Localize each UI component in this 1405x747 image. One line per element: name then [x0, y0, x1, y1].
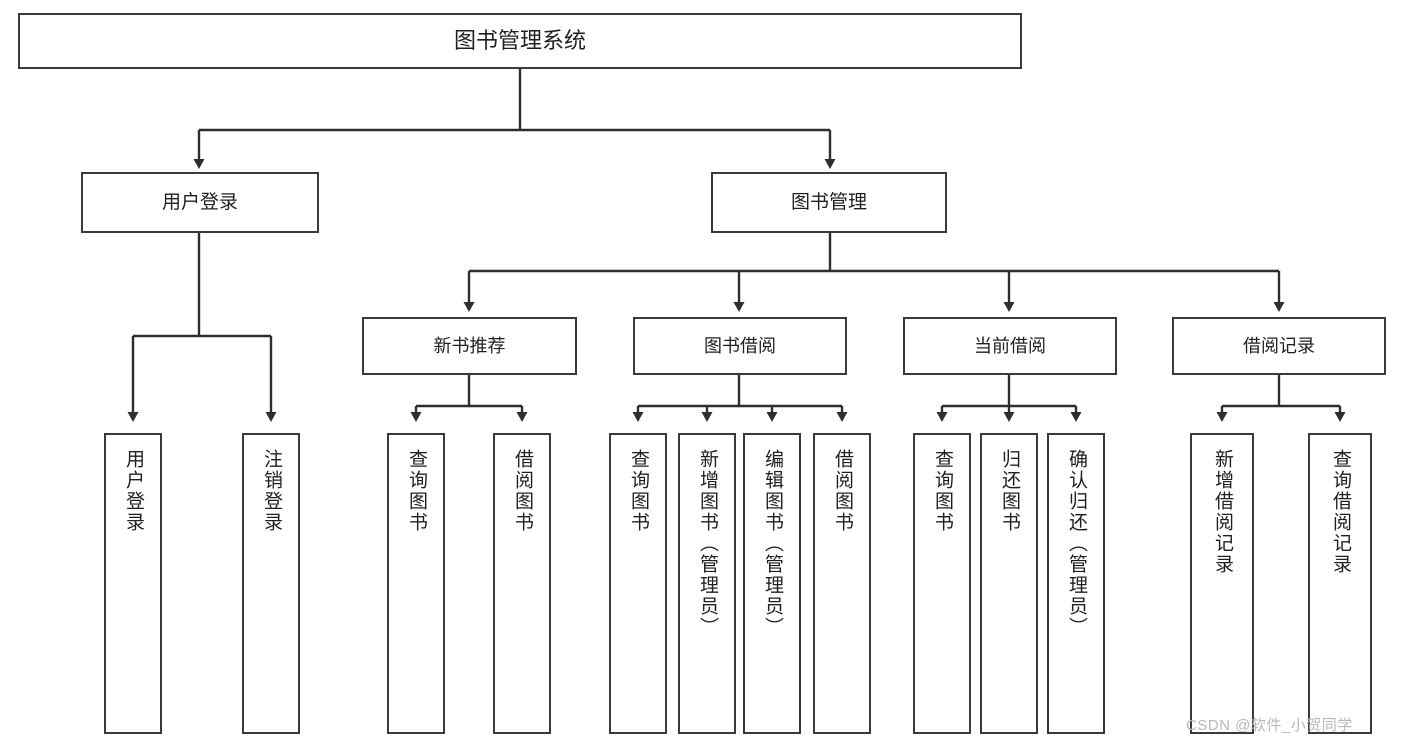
leaf-user-login-signin[interactable]: 用户登录 — [104, 433, 162, 734]
node-current-borrow-label: 当前借阅 — [974, 335, 1046, 356]
node-current-borrow[interactable]: 当前借阅 — [903, 317, 1117, 375]
leaf-label: 查询借阅记录 — [1329, 449, 1351, 575]
leaf-record-add[interactable]: 新增借阅记录 — [1190, 433, 1254, 734]
node-book-borrow-label: 图书借阅 — [704, 335, 776, 356]
node-user-login[interactable]: 用户登录 — [81, 172, 319, 233]
leaf-label: 注销登录 — [260, 449, 282, 533]
leaf-label: 查询图书 — [931, 449, 953, 533]
leaf-label: 查询图书 — [627, 449, 649, 533]
node-book-management-label: 图书管理 — [790, 191, 867, 213]
leaf-label: 新增图书（管理员） — [696, 449, 718, 638]
leaf-label: 编辑图书（管理员） — [761, 449, 783, 638]
node-root-system[interactable]: 图书管理系统 — [18, 13, 1022, 69]
leaf-borrow-borrow-book[interactable]: 借阅图书 — [813, 433, 871, 734]
leaf-current-return-book[interactable]: 归还图书 — [980, 433, 1038, 734]
watermark-text: CSDN @软件_小贺同学 — [1186, 717, 1353, 734]
node-new-book-recommend[interactable]: 新书推荐 — [362, 317, 577, 375]
leaf-borrow-edit-book-admin[interactable]: 编辑图书（管理员） — [743, 433, 801, 734]
leaf-label: 归还图书 — [998, 449, 1020, 533]
node-book-borrow[interactable]: 图书借阅 — [633, 317, 847, 375]
leaf-record-query[interactable]: 查询借阅记录 — [1308, 433, 1372, 734]
leaf-label: 用户登录 — [122, 449, 144, 533]
leaf-label: 查询图书 — [405, 449, 427, 533]
leaf-current-confirm-return-admin[interactable]: 确认归还（管理员） — [1047, 433, 1105, 734]
leaf-label: 借阅图书 — [511, 449, 533, 533]
node-root-label: 图书管理系统 — [453, 28, 586, 54]
leaf-user-login-signout[interactable]: 注销登录 — [242, 433, 300, 734]
leaf-label: 借阅图书 — [831, 449, 853, 533]
leaf-label: 确认归还（管理员） — [1065, 449, 1087, 638]
leaf-borrow-query-book[interactable]: 查询图书 — [609, 433, 667, 734]
leaf-current-query-book[interactable]: 查询图书 — [913, 433, 971, 734]
leaf-new-book-borrow[interactable]: 借阅图书 — [493, 433, 551, 734]
leaf-label: 新增借阅记录 — [1211, 449, 1233, 575]
node-user-login-label: 用户登录 — [161, 191, 238, 213]
node-new-book-recommend-label: 新书推荐 — [433, 335, 506, 356]
node-borrow-record-label: 借阅记录 — [1243, 335, 1315, 356]
leaf-new-book-query[interactable]: 查询图书 — [387, 433, 445, 734]
node-borrow-record[interactable]: 借阅记录 — [1172, 317, 1386, 375]
leaf-borrow-add-book-admin[interactable]: 新增图书（管理员） — [678, 433, 736, 734]
node-book-management[interactable]: 图书管理 — [711, 172, 947, 233]
